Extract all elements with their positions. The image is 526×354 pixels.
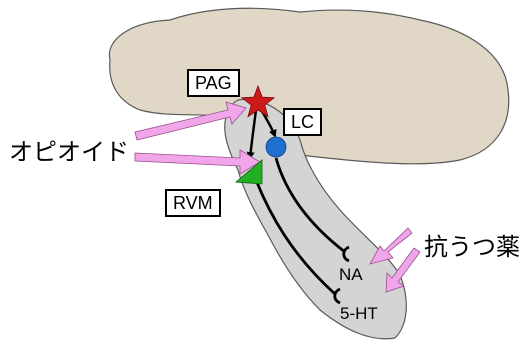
opioid-label: オピオイド [9, 132, 129, 167]
antidepressant-arrow-to-na [370, 228, 412, 264]
cerebrum-shape [109, 8, 508, 164]
opioid-arrow-to-rvm [135, 150, 260, 174]
rvm-label: RVM [165, 189, 221, 217]
lc-label: LC [283, 108, 322, 136]
na-label: NA [339, 265, 363, 285]
5ht-label: 5-HT [340, 304, 378, 324]
lc-circle-icon [266, 137, 286, 157]
antidepressant-label: 抗うつ薬 [424, 227, 520, 262]
pag-label: PAG [187, 69, 240, 97]
